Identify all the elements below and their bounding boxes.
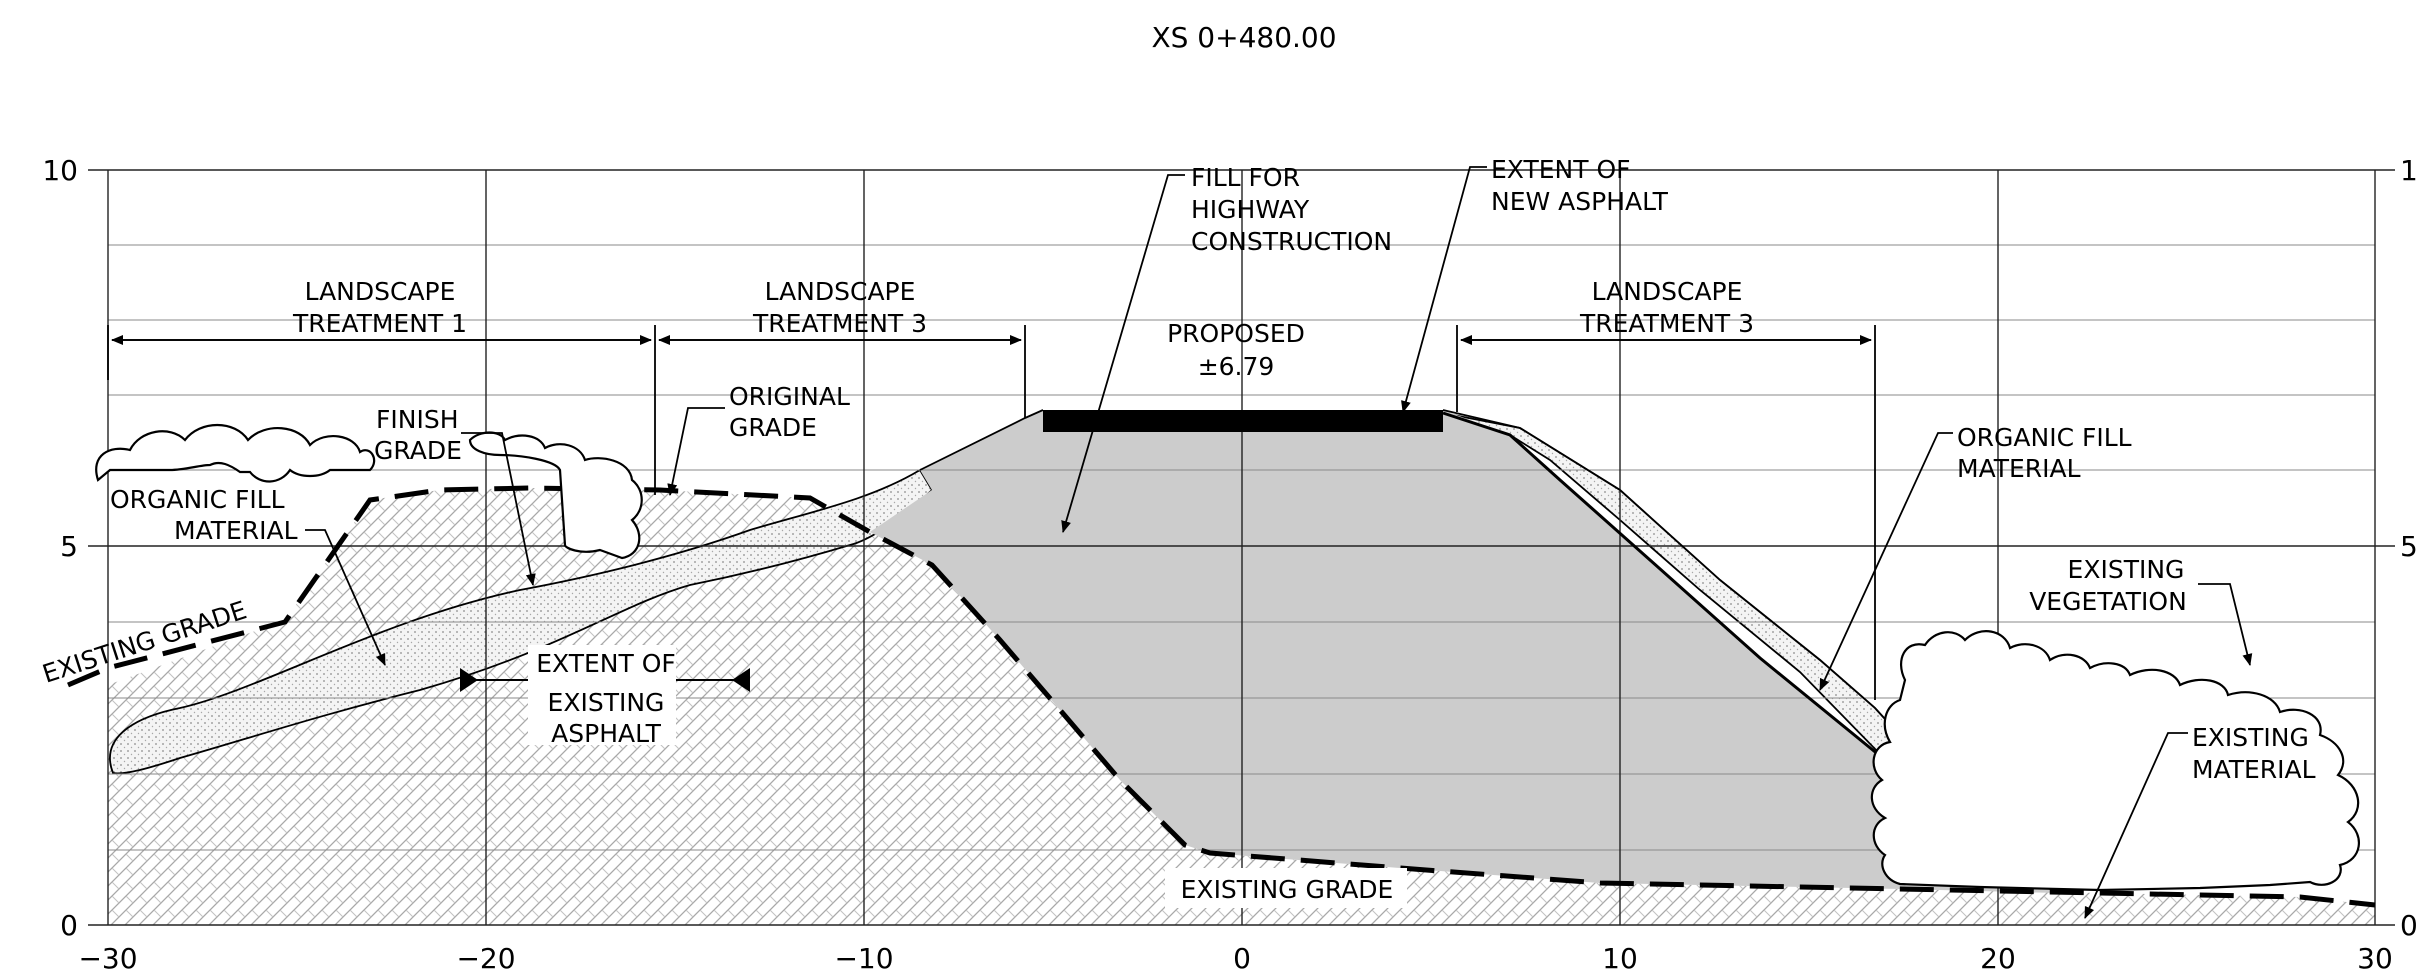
svg-text:MATERIAL: MATERIAL [1957,454,2081,483]
existing-grade-dashed [67,485,2376,908]
label-landscape-treatment-1: LANDSCAPE TREATMENT 1 [292,277,467,338]
svg-text:FINISH: FINISH [376,405,459,434]
svg-text:ASPHALT: ASPHALT [551,719,661,748]
x-tick-neg30: −30 [78,942,137,975]
svg-text:TREATMENT 3: TREATMENT 3 [752,309,927,338]
dimension-lines [107,325,1876,700]
svg-text:TREATMENT 1: TREATMENT 1 [292,309,467,338]
label-organic-fill-left: ORGANIC FILL MATERIAL [110,485,298,545]
grid-major [88,169,2395,926]
svg-text:GRADE: GRADE [729,413,817,442]
vegetation-cloud-right[interactable] [1870,630,2360,892]
svg-text:FILL FOR: FILL FOR [1191,163,1300,192]
svg-text:GRADE: GRADE [374,436,462,465]
svg-text:LANDSCAPE: LANDSCAPE [765,277,916,306]
label-finish-grade: FINISH GRADE [374,405,462,465]
vegetation-cloud-left[interactable] [95,423,376,483]
svg-text:LANDSCAPE: LANDSCAPE [305,277,456,306]
svg-text:TREATMENT 3: TREATMENT 3 [1579,309,1754,338]
vegetation-cloud-left-2[interactable] [468,431,643,560]
x-tick-neg20: −20 [456,942,515,975]
leader-lines [305,166,2253,919]
highway-fill [870,410,2058,893]
svg-text:HIGHWAY: HIGHWAY [1191,195,1310,224]
svg-text:±6.79: ±6.79 [1198,352,1275,381]
svg-text:MATERIAL: MATERIAL [174,516,298,545]
label-new-asphalt: EXTENT OF NEW ASPHALT [1491,155,1669,216]
svg-text:ORGANIC FILL: ORGANIC FILL [110,485,285,514]
label-landscape-treatment-3-left: LANDSCAPE TREATMENT 3 [752,277,927,338]
x-tick-20: 20 [1980,942,2016,975]
y-tick-0-left: 0 [60,909,78,942]
existing-material-hatch [108,488,2375,925]
y-tick-10-right: 10 [2400,154,2418,187]
svg-text:VEGETATION: VEGETATION [2029,587,2187,616]
svg-text:NEW ASPHALT: NEW ASPHALT [1491,187,1669,216]
svg-text:MATERIAL: MATERIAL [2192,755,2316,784]
y-tick-5-left: 5 [60,530,78,563]
label-existing-asphalt: EXTENT OF EXISTING ASPHALT [528,645,676,748]
label-existing-material: EXISTING MATERIAL [2192,723,2316,784]
svg-text:EXISTING GRADE: EXISTING GRADE [1181,875,1394,904]
svg-text:ORIGINAL: ORIGINAL [729,382,850,411]
label-landscape-treatment-3-right: LANDSCAPE TREATMENT 3 [1579,277,1754,338]
y-tick-10-left: 10 [42,154,78,187]
label-existing-grade-bottom: EXISTING GRADE [1165,868,1407,908]
svg-text:EXTENT OF: EXTENT OF [536,649,676,678]
label-original-grade: ORIGINAL GRADE [729,382,850,442]
x-tick-0: 0 [1233,942,1251,975]
label-fill-for-highway: FILL FOR HIGHWAY CONSTRUCTION [1191,163,1392,256]
x-tick-neg10: −10 [834,942,893,975]
svg-text:CONSTRUCTION: CONSTRUCTION [1191,227,1392,256]
label-organic-fill-right: ORGANIC FILL MATERIAL [1957,423,2132,483]
drawing-title: XS 0+480.00 [1151,21,1336,54]
svg-text:ORGANIC FILL: ORGANIC FILL [1957,423,2132,452]
x-tick-10: 10 [1602,942,1638,975]
y-tick-0-right: 0 [2400,909,2418,942]
svg-text:LANDSCAPE: LANDSCAPE [1592,277,1743,306]
svg-text:EXISTING: EXISTING [2192,723,2309,752]
svg-text:EXISTING: EXISTING [2068,555,2185,584]
new-asphalt-slab [1043,410,1443,432]
svg-text:EXISTING: EXISTING [548,688,665,717]
svg-text:PROPOSED: PROPOSED [1167,319,1305,348]
label-existing-vegetation: EXISTING VEGETATION [2029,555,2187,616]
x-tick-30: 30 [2357,942,2393,975]
label-proposed: PROPOSED ±6.79 [1167,319,1305,381]
svg-text:EXTENT OF: EXTENT OF [1491,155,1631,184]
y-tick-5-right: 5 [2400,530,2418,563]
